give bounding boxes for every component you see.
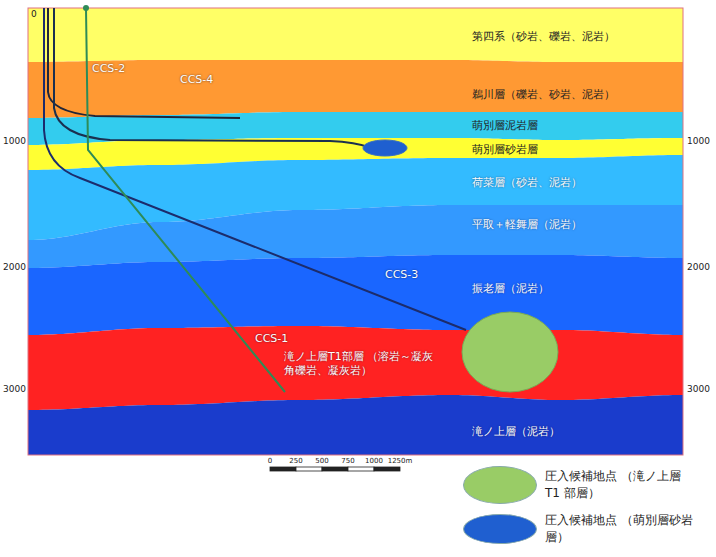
plot-frame: [28, 8, 683, 455]
well-name: CCS-4: [180, 73, 213, 86]
strata-label: 滝ノ上層T1部層 （溶岩～凝灰角礫岩、凝灰岩）: [284, 350, 444, 379]
legend-swatch: [463, 514, 537, 544]
well-ccs2: [48, 8, 240, 118]
strata-label: 滝ノ上層（泥岩）: [472, 425, 560, 439]
strata-label: 荷菜層（砂岩、泥岩）: [472, 176, 582, 190]
scale-segment: [270, 467, 296, 471]
band-fill: [28, 326, 683, 410]
strata-label: 鵜川層（礫岩、砂岩、泥岩）: [472, 88, 615, 102]
well-ccs4: [54, 8, 372, 148]
well-name: CCS-3: [385, 268, 418, 281]
scale-number: 250: [289, 457, 302, 465]
well-name: CCS-2: [92, 62, 125, 75]
scale-number: 500: [315, 457, 328, 465]
strata-band: 第四系（砂岩、礫岩、泥岩）: [28, 8, 683, 62]
band-fill: [28, 8, 683, 62]
scale-number: 1000: [365, 457, 383, 465]
band-fill: [28, 255, 683, 335]
scale-bar: [270, 467, 400, 471]
depth-tick: 0: [31, 9, 37, 19]
band-shape: [28, 255, 683, 335]
strata-band: 滝ノ上層（泥岩）: [28, 395, 683, 455]
band-fill: [28, 60, 683, 118]
legend-text: 圧入候補地点 （滝ノ上層 T1 部層）: [545, 468, 695, 503]
scale-number: 0: [268, 457, 272, 465]
depth-tick: 1000: [3, 136, 26, 146]
depth-tick: 2000: [3, 262, 26, 272]
legend-swatch: [463, 466, 537, 504]
well-head: [83, 5, 89, 11]
strata-band: 振老層（泥岩）: [28, 255, 683, 335]
well-ccs3: [44, 8, 466, 330]
strata-band: 鵜川層（礫岩、砂岩、泥岩）: [28, 60, 683, 118]
scale-number: 750: [341, 457, 354, 465]
band-shape: [28, 395, 683, 455]
legend-text: 圧入候補地点 （萌別層砂岩層）: [545, 512, 695, 547]
injection-point-blue: [363, 140, 407, 156]
depth-tick: 3000: [3, 384, 26, 394]
depth-tick: 1000: [687, 136, 710, 146]
strata-label: 萌別層泥岩層: [472, 119, 538, 133]
scale-segment: [322, 467, 348, 471]
depth-tick: 2000: [687, 262, 710, 272]
strata-label: 平取＋軽舞層（泥岩）: [472, 218, 582, 232]
injection-point-green: [462, 312, 558, 392]
band-fill: [28, 395, 683, 455]
scale-segment: [374, 467, 400, 471]
strata-label: 第四系（砂岩、礫岩、泥岩）: [472, 30, 615, 44]
strata-label: 萌別層砂岩層: [472, 143, 538, 157]
scale-segment: [348, 467, 374, 471]
depth-tick: 3000: [687, 384, 710, 394]
scale-number: 1250m: [388, 457, 413, 465]
strata-label: 振老層（泥岩）: [472, 282, 549, 296]
scale-segment: [296, 467, 322, 471]
strata-band: 滝ノ上層T1部層 （溶岩～凝灰角礫岩、凝灰岩）: [28, 326, 683, 410]
well-name: CCS-1: [255, 332, 288, 345]
